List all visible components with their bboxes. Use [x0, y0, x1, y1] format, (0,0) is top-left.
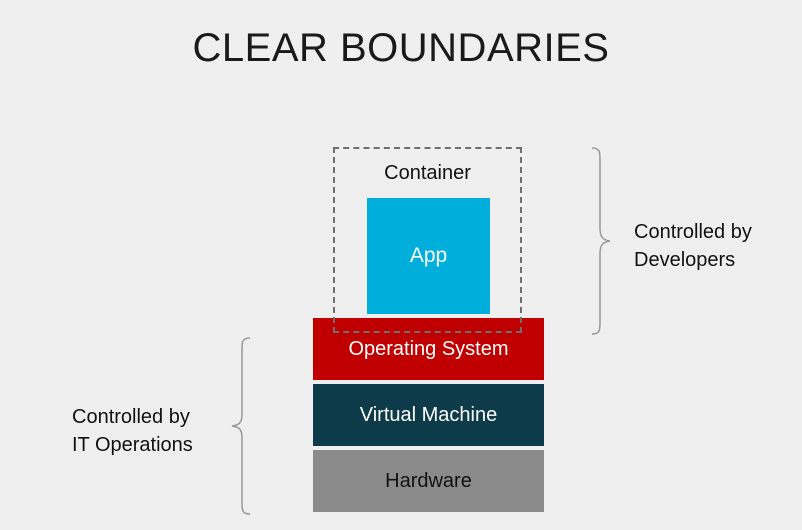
page-title: CLEAR BOUNDARIES	[192, 26, 610, 70]
developers-annotation: Controlled by Developers	[634, 218, 752, 274]
developers-line-2: Developers	[634, 249, 736, 271]
operations-annotation: Controlled by IT Operations	[72, 403, 193, 459]
virtual-machine-label: Virtual Machine	[359, 403, 498, 426]
hardware-layer: Hardware	[313, 450, 544, 512]
app-block: App	[367, 198, 490, 314]
developers-line-1: Controlled by	[634, 221, 752, 243]
container-boundary	[333, 147, 522, 333]
operations-line-2: IT Operations	[72, 434, 193, 456]
app-label: App	[409, 244, 448, 267]
virtual-machine-layer: Virtual Machine	[313, 384, 544, 446]
operations-brace	[231, 337, 251, 515]
developers-brace	[591, 147, 611, 335]
operations-line-1: Controlled by	[72, 406, 190, 428]
hardware-label: Hardware	[385, 469, 472, 492]
container-label: Container	[384, 162, 471, 184]
operating-system-layer: Operating System	[313, 318, 544, 380]
operating-system-label: Operating System	[348, 337, 509, 360]
